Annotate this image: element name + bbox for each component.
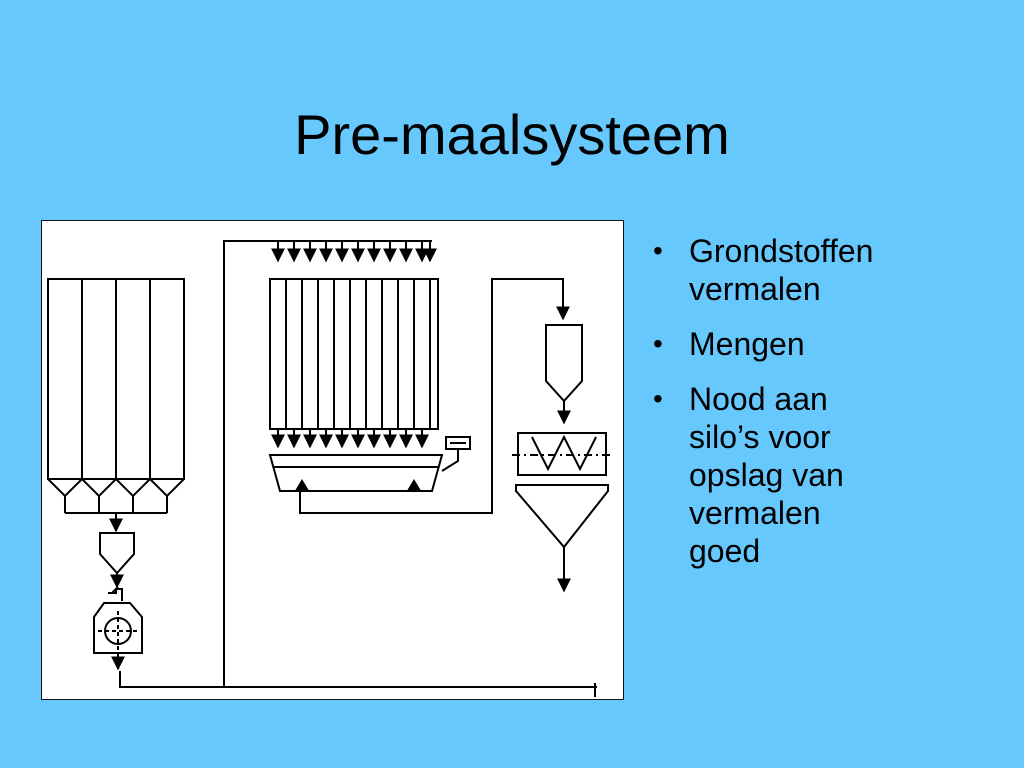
- bullet-item: • Grondstoffen vermalen: [650, 232, 1010, 308]
- bullet-text: Grondstoffen vermalen: [689, 233, 874, 307]
- hammer-mill: [93, 586, 143, 671]
- mixer: [512, 432, 614, 476]
- conveyor-line: [119, 671, 597, 688]
- process-diagram: [41, 220, 624, 700]
- mixer-feed-bin: [545, 324, 583, 425]
- bullet-dot-icon: •: [653, 383, 663, 414]
- bullet-item: • Nood aan silo’s voor opslag van vermal…: [650, 380, 1010, 570]
- bullet-list: • Grondstoffen vermalen • Mengen • Nood …: [650, 232, 1010, 587]
- feed-hopper: [99, 532, 135, 589]
- post-mixer-hopper: [515, 484, 609, 593]
- bullet-dot-icon: •: [653, 235, 663, 266]
- raw-material-silos: [47, 278, 185, 533]
- bullet-text: Nood aan silo’s voor opslag van vermalen…: [689, 381, 844, 569]
- grinding-system-schematic: [47, 240, 614, 697]
- weighing-hopper: [268, 436, 471, 492]
- bullet-text: Mengen: [689, 326, 805, 362]
- dosing-bins: [269, 241, 439, 449]
- bullet-dot-icon: •: [653, 328, 663, 359]
- bullet-item: • Mengen: [650, 325, 1010, 363]
- slide-title: Pre-maalsysteem: [294, 103, 730, 166]
